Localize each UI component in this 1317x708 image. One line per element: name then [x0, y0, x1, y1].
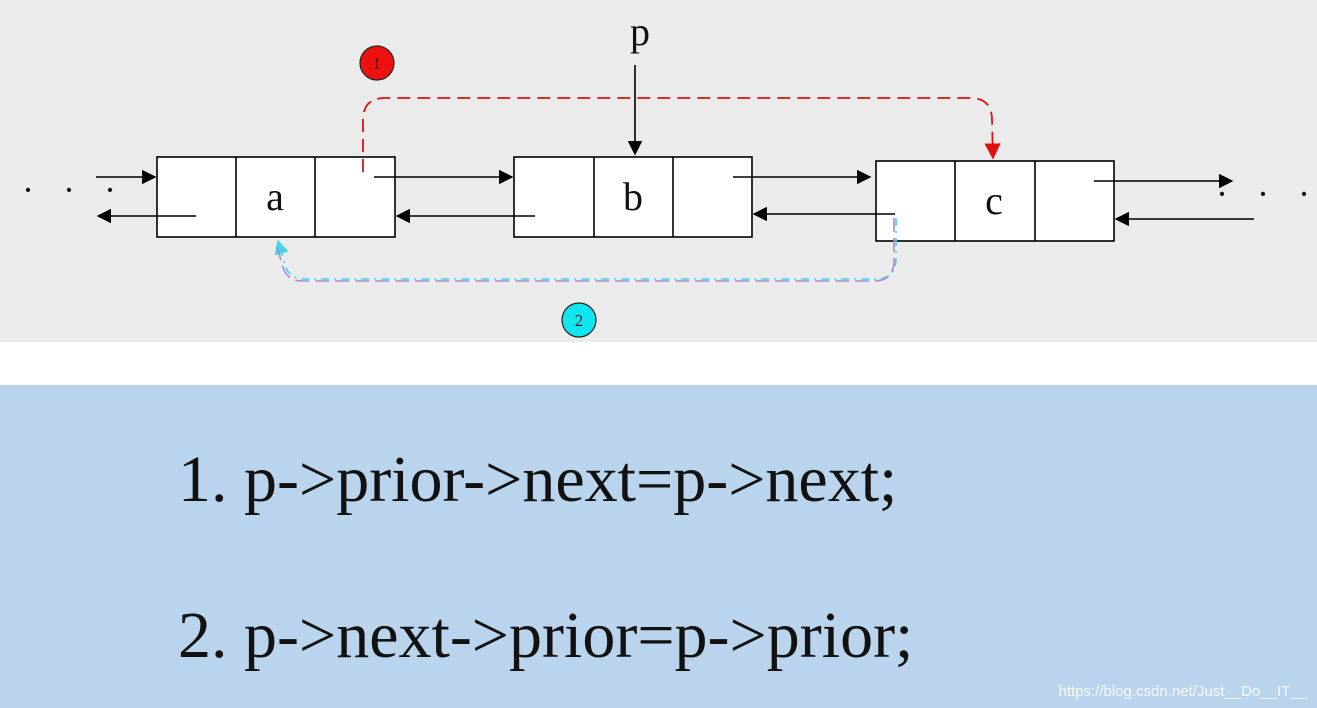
node-b-box [513, 156, 753, 238]
code-panel: 1. p->prior->next=p->next; 2. p->next->p… [0, 385, 1317, 708]
step-badge-1-circle [359, 45, 395, 81]
step-badge-2-label: 2 [575, 311, 584, 330]
step-badge-1: 1 [359, 45, 395, 81]
node-c-box [875, 160, 1115, 242]
step1-path [362, 97, 1001, 172]
step-badge-1-label: 1 [373, 54, 382, 73]
left-ellipsis: · · · [22, 170, 126, 210]
linked-list-diagram: p · · · · · · a b c [22, 9, 1317, 338]
watermark: https://blog.csdn.net/Just__Do__IT__ [1058, 683, 1308, 700]
right-ellipsis: · · · [1216, 174, 1317, 214]
node-a-label: a [266, 174, 284, 219]
node-a-box [156, 156, 396, 238]
step2-path-purple [275, 218, 895, 282]
node-a: a [156, 156, 396, 238]
step-badge-2: 2 [561, 302, 597, 338]
node-b-label: b [623, 174, 643, 219]
diagram-panel: p · · · · · · a b c [0, 0, 1317, 342]
node-c-label: c [985, 178, 1003, 223]
node-b: b [513, 156, 753, 238]
node-c: c [875, 160, 1115, 242]
code-line-2: 2. p->next->prior=p->prior; [178, 599, 914, 672]
code-line-1: 1. p->prior->next=p->next; [178, 443, 898, 516]
pointer-label-p: p [630, 9, 650, 54]
step2-path-cyan [274, 218, 897, 280]
step-badge-2-circle [561, 302, 597, 338]
